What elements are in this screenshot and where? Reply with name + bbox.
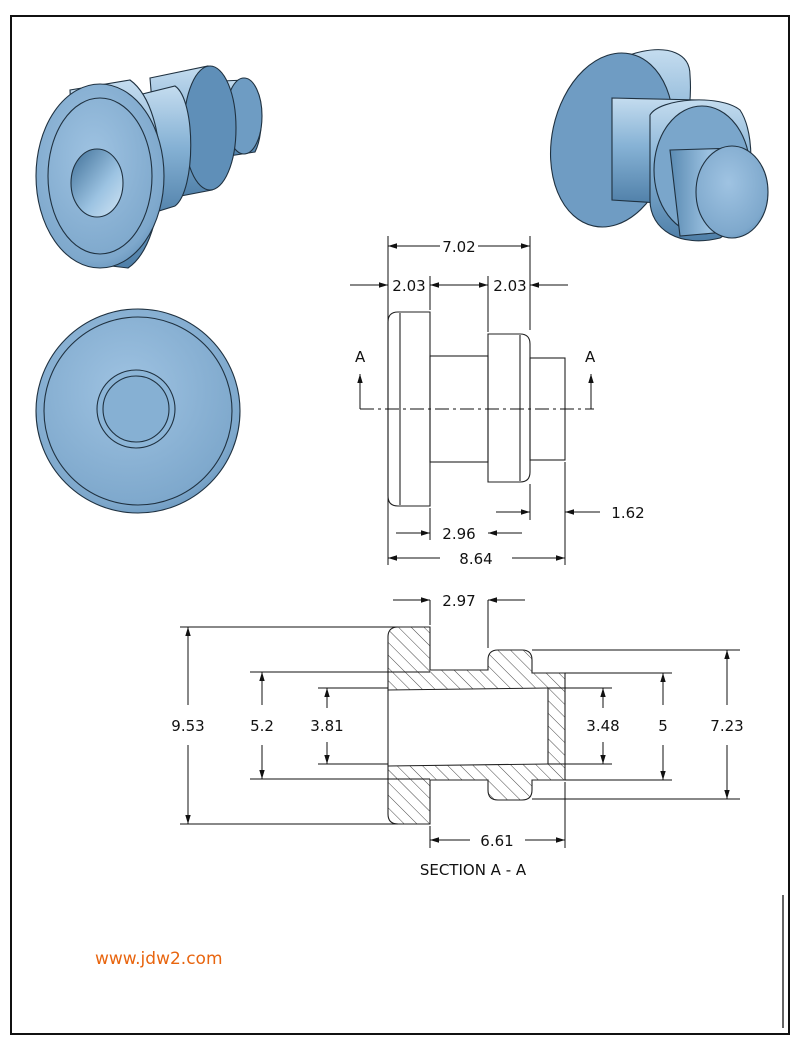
watermark-url[interactable]: www.jdw2.com — [95, 949, 223, 969]
dim-second-flange: 7.23 — [710, 717, 743, 735]
end-view — [35, 308, 241, 514]
dim-groove-width: 2.97 — [442, 592, 475, 610]
sheet-border — [10, 15, 790, 1035]
dim-bore-right: 3.48 — [586, 717, 619, 735]
dim-tip-outer: 5 — [658, 717, 668, 735]
dim-outer-dia: 9.53 — [171, 717, 204, 735]
dim-overall-bottom: 8.64 — [459, 550, 492, 568]
isometric-view-front — [35, 65, 263, 269]
dim-overall-top: 7.02 — [442, 238, 475, 256]
side-view: A A 7.02 2.03 2.03 1.62 2.96 8.64 — [350, 236, 645, 568]
dim-flange-left: 2.03 — [392, 277, 425, 295]
isometric-view-rear — [549, 49, 769, 242]
section-view: 2.97 9.53 5.2 3.81 3.48 5 7.23 6.61 SECT… — [171, 592, 743, 879]
dim-neck: 2.96 — [442, 525, 475, 543]
section-wall-upper — [387, 626, 566, 691]
dim-groove-dia: 5.2 — [250, 717, 274, 735]
dim-tip: 1.62 — [611, 504, 644, 522]
dim-bore-length: 6.61 — [480, 832, 513, 850]
section-mark-right: A — [585, 348, 596, 366]
dim-bore-left: 3.81 — [310, 717, 343, 735]
section-caption: SECTION A - A — [420, 861, 527, 879]
dim-flange-right: 2.03 — [493, 277, 526, 295]
section-wall-lower — [387, 763, 566, 825]
section-bore-end — [547, 687, 566, 765]
section-mark-left: A — [355, 348, 366, 366]
